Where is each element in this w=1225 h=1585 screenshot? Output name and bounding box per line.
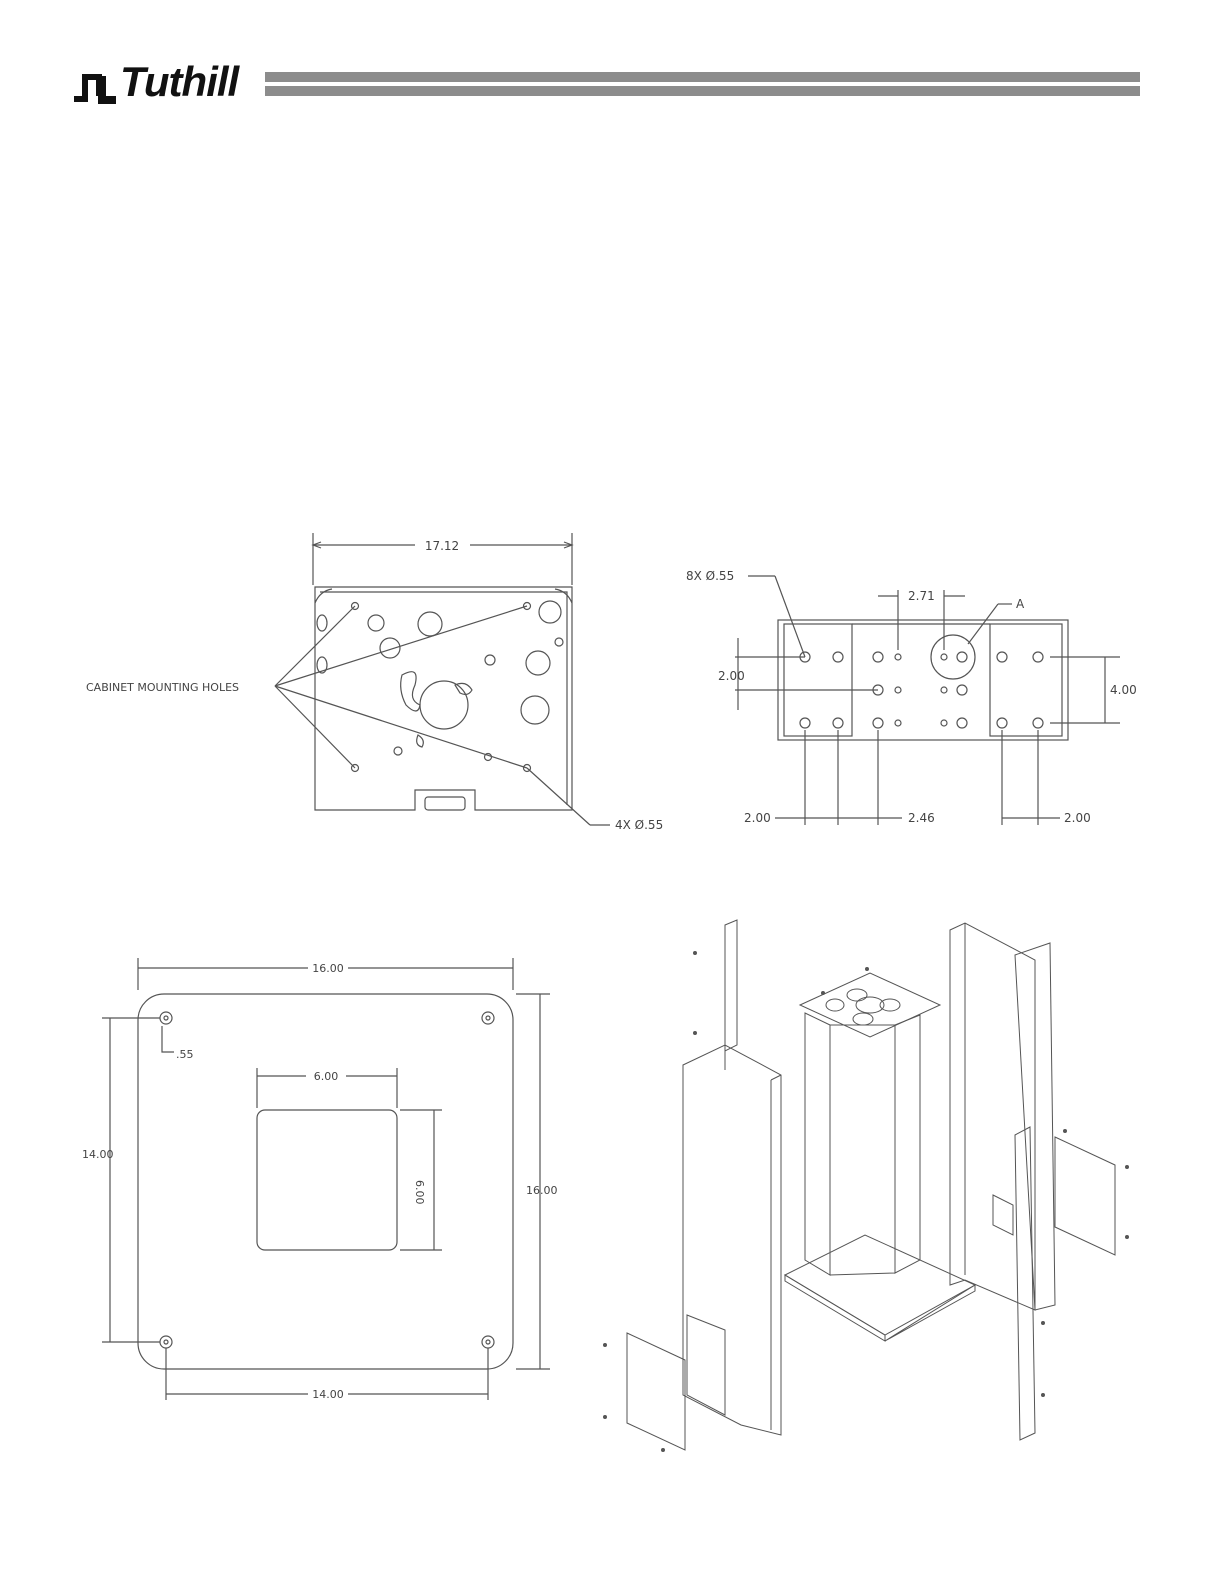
- tuthill-logo-icon: [72, 66, 120, 106]
- cutout-height-dim: 6.00: [413, 1180, 426, 1205]
- base-plate-view: 16.00 .55 6.00 6.00 14.00 16.00 14.00: [70, 950, 590, 1410]
- header-rule-top: [265, 72, 1140, 82]
- header-rule-bottom: [265, 86, 1140, 96]
- dim-bottom-right: 2.00: [1064, 811, 1091, 825]
- page-header: Tuthill: [0, 0, 1225, 120]
- left-height-dim: 14.00: [82, 1148, 114, 1161]
- dim-top: 2.71: [908, 589, 935, 603]
- brand-name: Tuthill: [120, 58, 238, 106]
- holes-note: 4X Ø.55: [615, 818, 663, 832]
- cabinet-base-top-view: 17.12 CABINET MOUNTING HOLES 4X Ø.55: [70, 525, 670, 845]
- dim-left: 2.00: [718, 669, 745, 683]
- cabinet-base-front-view: 8X Ø.55 2.71 A 2.00 4.00 2.00 2.46 2.00: [680, 560, 1150, 840]
- bottom-width-dim: 14.00: [312, 1388, 344, 1401]
- exploded-assembly-view: [595, 905, 1155, 1460]
- hole-dim: .55: [176, 1048, 194, 1061]
- holes-note-8x: 8X Ø.55: [686, 569, 734, 583]
- dim-bottom-mid: 2.46: [908, 811, 935, 825]
- detail-label: A: [1016, 597, 1025, 611]
- width-dimension: 17.12: [425, 539, 459, 553]
- dim-bottom-left: 2.00: [744, 811, 771, 825]
- width-top-dim: 16.00: [312, 962, 344, 975]
- dim-right: 4.00: [1110, 683, 1137, 697]
- cutout-width-dim: 6.00: [314, 1070, 339, 1083]
- right-height-dim: 16.00: [526, 1184, 558, 1197]
- mounting-holes-callout: CABINET MOUNTING HOLES: [86, 681, 239, 694]
